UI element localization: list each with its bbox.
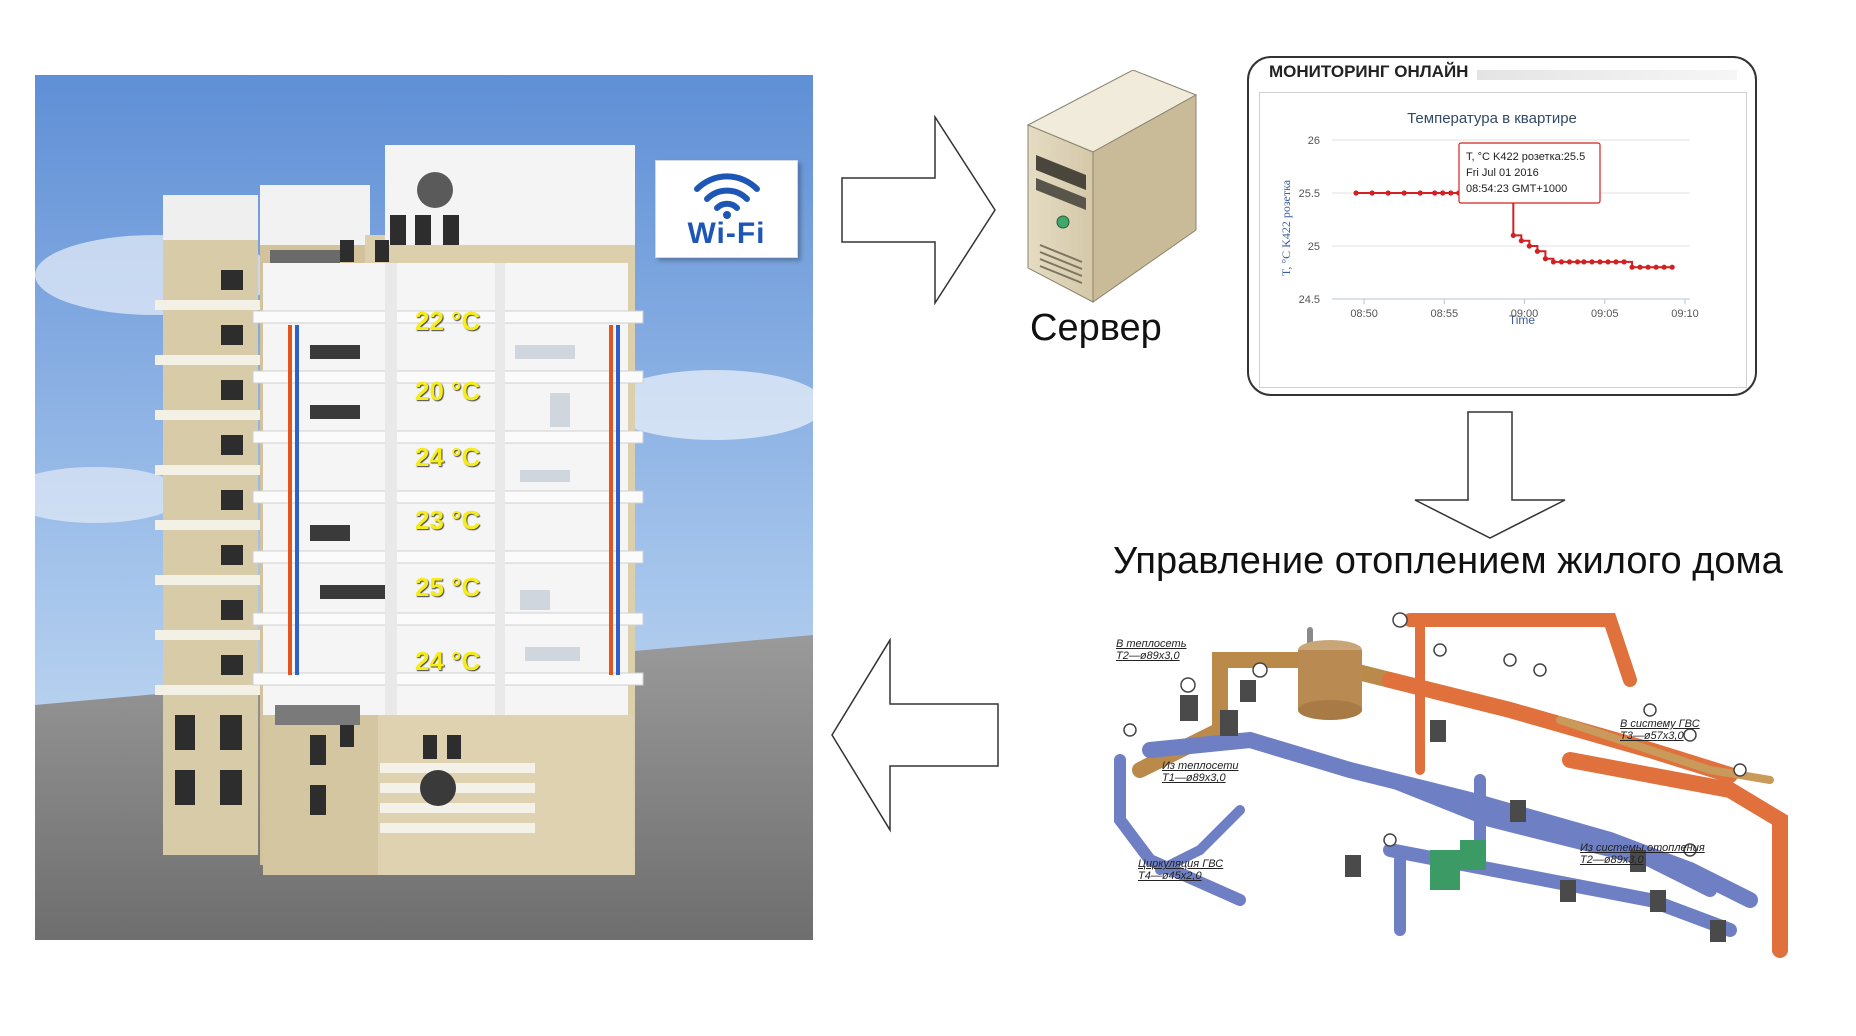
y-tick-label: 25	[1308, 241, 1320, 253]
chart-canvas: Температура в квартире T, °C K422 розетк…	[1279, 110, 1699, 327]
x-axis-label: Time	[1509, 313, 1536, 327]
data-point	[1542, 256, 1549, 262]
series-line	[1356, 192, 1673, 269]
chart-title: Температура в квартире	[1407, 110, 1577, 127]
data-point	[1401, 190, 1407, 196]
header-underline	[1477, 70, 1737, 80]
arrow-left-icon	[831, 638, 999, 833]
wifi-badge: Wi-Fi	[655, 160, 798, 258]
y-axis-label: T, °C K422 розетка	[1279, 179, 1293, 276]
data-point	[1581, 259, 1587, 265]
data-point	[1597, 259, 1603, 265]
heating-control-title: Управление отоплением жилого дома	[1113, 540, 1783, 582]
x-tick-label: 08:55	[1431, 308, 1459, 320]
data-point	[1629, 264, 1635, 270]
data-point	[1566, 259, 1573, 265]
floor-temperature: 24 °C	[415, 442, 481, 472]
data-point	[1448, 190, 1454, 196]
data-point	[1440, 190, 1446, 196]
floor-temperature: 24 °C	[415, 646, 481, 676]
server-icon	[1026, 70, 1198, 303]
floor-temperature: 20 °C	[415, 376, 481, 406]
x-tick-label: 09:00	[1511, 308, 1539, 320]
data-point	[1661, 264, 1667, 270]
data-point	[1613, 259, 1619, 265]
tooltip-time: 08:54:23 GMT+1000	[1466, 183, 1567, 195]
tooltip-series: T, °C K422 розетка:25.5	[1466, 151, 1585, 163]
data-point	[1526, 243, 1532, 249]
data-point	[1369, 190, 1375, 196]
data-point	[1621, 259, 1627, 265]
data-point	[1589, 259, 1595, 265]
data-point	[1432, 190, 1438, 196]
y-tick-label: 24.5	[1299, 294, 1320, 306]
data-point	[1574, 259, 1581, 265]
server-label: Сервер	[1030, 307, 1162, 349]
data-point	[1605, 259, 1611, 265]
chart-tooltip: T, °C K422 розетка:25.5 Fri Jul 01 2016 …	[1458, 142, 1601, 204]
monitoring-panel: МОНИТОРИНГ ОНЛАЙН Температура в квартире…	[1247, 56, 1757, 396]
floor-temperature: 25 °C	[415, 572, 481, 602]
piping-drawing	[1114, 612, 1788, 958]
data-point	[1417, 190, 1423, 196]
data-point	[1637, 264, 1643, 270]
y-tick-label: 25.5	[1299, 188, 1320, 200]
arrow-down-icon	[1414, 411, 1566, 539]
floor-temperature: 22 °C	[415, 306, 481, 336]
data-point	[1510, 232, 1516, 238]
wifi-label: Wi-Fi	[687, 217, 766, 250]
tooltip-date: Fri Jul 01 2016	[1466, 167, 1539, 179]
data-point	[1518, 238, 1524, 244]
x-tick-label: 09:10	[1671, 308, 1699, 320]
monitoring-header: МОНИТОРИНГ ОНЛАЙН	[1269, 62, 1469, 81]
data-point	[1550, 259, 1557, 265]
wifi-icon	[694, 173, 760, 219]
data-point	[1353, 190, 1359, 196]
temperature-chart: Температура в квартире T, °C K422 розетк…	[1259, 92, 1747, 388]
data-point	[1558, 259, 1565, 265]
data-point	[1534, 248, 1540, 254]
arrow-right-icon	[841, 115, 996, 305]
x-tick-label: 09:05	[1591, 308, 1619, 320]
floor-temperature: 23 °C	[415, 505, 481, 535]
data-point	[1645, 264, 1651, 270]
y-tick-label: 26	[1308, 135, 1320, 147]
data-point	[1653, 264, 1659, 270]
data-point	[1669, 264, 1675, 270]
x-tick-label: 08:50	[1350, 308, 1378, 320]
data-point	[1385, 190, 1391, 196]
